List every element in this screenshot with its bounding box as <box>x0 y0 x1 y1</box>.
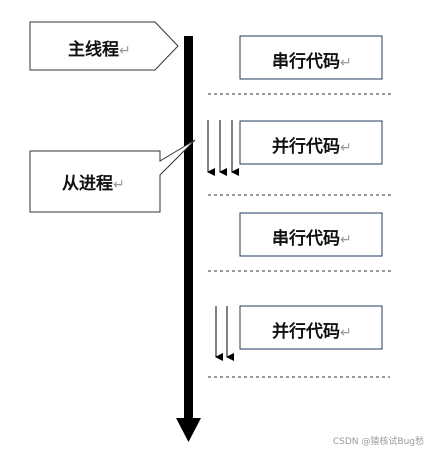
code-block-4: 并行代码↵ <box>239 305 383 350</box>
code-block-1: 串行代码↵ <box>239 35 383 80</box>
code-block-1-label: 串行代码↵ <box>272 51 352 72</box>
code-block-4-label: 并行代码↵ <box>272 321 352 342</box>
sub-thread-label: 从进程↵ <box>62 174 125 194</box>
main-thread-label: 主线程↵ <box>68 39 131 60</box>
code-block-2: 并行代码↵ <box>239 120 383 165</box>
main-thread-callout: 主线程↵ <box>29 21 179 71</box>
main-timeline-arrow <box>176 36 201 442</box>
main-timeline-head <box>176 418 201 442</box>
watermark: CSDN @猿核试Bug愁 <box>333 435 424 447</box>
parallel-arrows-group-2 <box>215 306 234 361</box>
code-block-3: 串行代码↵ <box>239 212 383 257</box>
code-block-2-label: 并行代码↵ <box>272 136 352 157</box>
main-timeline-shaft <box>184 36 193 418</box>
parallel-arrows-group-1 <box>207 120 239 176</box>
code-block-3-label: 串行代码↵ <box>272 228 352 249</box>
sub-thread-callout: 从进程↵ <box>29 139 196 213</box>
